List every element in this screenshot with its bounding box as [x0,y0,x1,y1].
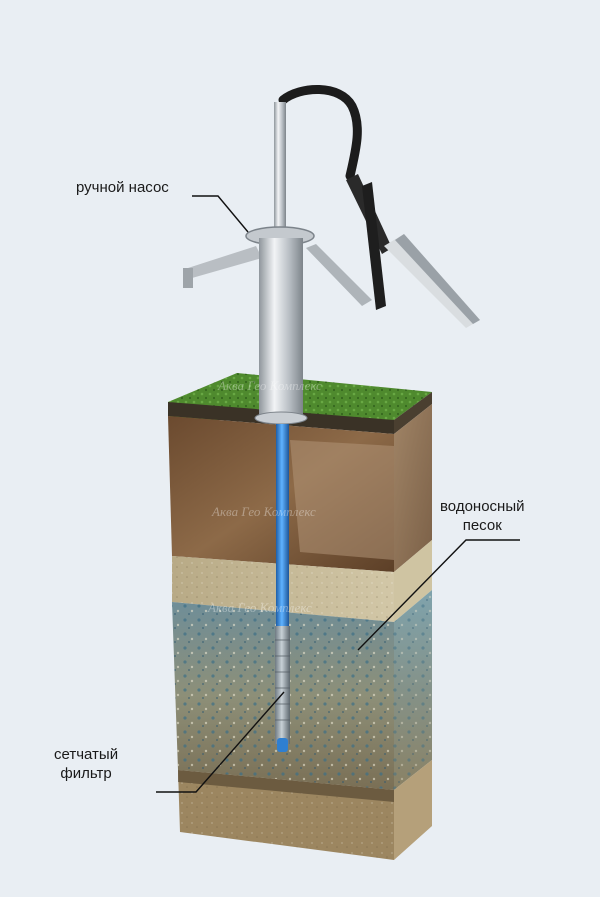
label-aquifer-sand: водоносный песок [440,497,524,535]
leader-line-filter [156,691,285,793]
topsoil-side-rim [394,392,432,434]
watermark: Аква Гео Комплекс [208,600,312,615]
leader-line-pump [192,195,249,233]
leader-line-aquifer [357,539,520,651]
clay-layer-highlight [290,440,394,560]
filter-tip [277,738,288,752]
aquifer-layer-side-speckle [394,590,432,790]
pump-handle-shade [395,234,480,324]
blue-pipe [276,424,289,660]
pump-base-flange [254,411,308,425]
mesh-filter [275,626,290,744]
base-layer-dark-band [178,770,394,802]
label-aquifer-line2: песок [462,517,502,534]
watermark: Аква Гео Комплекс [218,378,322,393]
pump-spout [188,246,262,278]
label-aquifer-line1: водоносный [440,498,525,515]
pump-lever-link [362,182,386,310]
clay-layer-side [394,404,432,572]
label-filter-line2: фильтр [60,765,112,782]
pump-lever-curve [278,85,362,181]
pump-spout-tip [183,268,193,288]
watermark: Аква Гео Комплекс [212,504,316,519]
pump-body [259,238,303,418]
base-layer-grain [178,782,394,860]
label-mesh-filter: сетчатый фильтр [54,745,118,783]
label-filter-line1: сетчатый [54,746,119,763]
sand-layer-side [394,540,432,622]
mesh-filter-rings [275,639,290,721]
label-hand-pump: ручной насос [76,178,169,197]
label-hand-pump-text: ручной насос [76,179,169,196]
base-layer-side [394,760,432,860]
pump-bracket [306,244,372,306]
pump-piston-rod [274,102,286,230]
